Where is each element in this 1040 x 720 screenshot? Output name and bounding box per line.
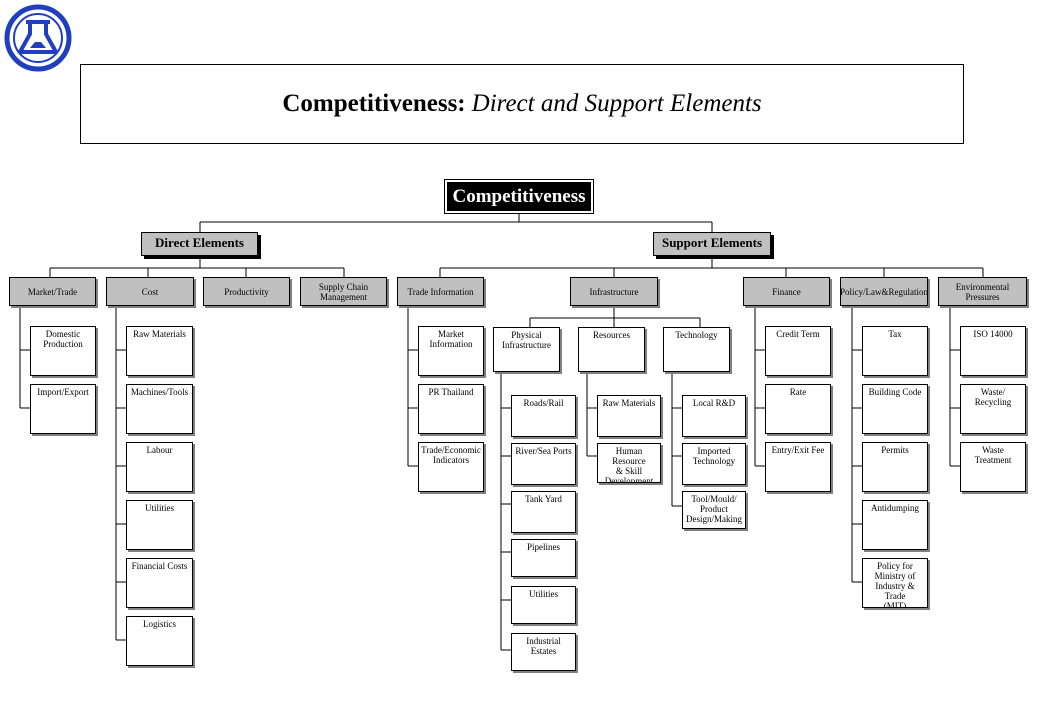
node-pr-thailand: PR Thailand <box>418 384 484 434</box>
node-competitiveness: Competitiveness <box>444 179 594 214</box>
node-machines-tools: Machines/Tools <box>126 384 193 434</box>
node-entry-exit-fee: Entry/Exit Fee <box>765 442 831 492</box>
node-direct-elements: Direct Elements <box>141 232 258 256</box>
node-waste-recycling: Waste/ Recycling <box>960 384 1026 434</box>
node-imported-technology: Imported Technology <box>682 443 746 485</box>
node-tax: Tax <box>862 326 928 376</box>
node-labour: Labour <box>126 442 193 492</box>
node-iso-14000: ISO 14000 <box>960 326 1026 376</box>
node-financial-costs: Financial Costs <box>126 558 193 608</box>
node-resources: Resources <box>578 327 645 372</box>
node-utilities-cost: Utilities <box>126 500 193 550</box>
node-supply-chain: Supply Chain Management <box>300 277 387 306</box>
logo-icon <box>4 4 72 72</box>
node-human-resource: Human Resource & Skill Development <box>597 443 661 483</box>
node-market-information: Market Information <box>418 326 484 376</box>
node-finance: Finance <box>743 277 830 306</box>
title-italic: Direct and Support Elements <box>471 90 762 117</box>
node-technology: Technology <box>663 327 730 372</box>
node-policy-mit: Policy for Ministry of Industry & Trade … <box>862 558 928 608</box>
node-cost: Cost <box>106 277 194 306</box>
node-market-trade: Market/Trade <box>9 277 96 306</box>
node-logistics: Logistics <box>126 616 193 666</box>
node-local-rd: Local R&D <box>682 395 746 437</box>
node-building-code: Building Code <box>862 384 928 434</box>
node-physical-infrastructure: Physical Infrastructure <box>493 327 560 372</box>
node-rate: Rate <box>765 384 831 434</box>
node-waste-treatment: Waste Treatment <box>960 442 1026 492</box>
title-bold: Competitiveness: <box>282 90 466 117</box>
node-roads-rail: Roads/Rail <box>511 395 576 437</box>
node-pipelines: Pipelines <box>511 539 576 577</box>
node-utilities-physical: Utilities <box>511 586 576 624</box>
node-infrastructure: Infrastructure <box>570 277 658 306</box>
node-industrial-estates: Industrial Estates <box>511 633 576 671</box>
node-productivity: Productivity <box>203 277 290 306</box>
node-permits: Permits <box>862 442 928 492</box>
node-raw-materials: Raw Materials <box>126 326 193 376</box>
node-tank-yard: Tank Yard <box>511 491 576 533</box>
node-trade-information: Trade Information <box>397 277 484 306</box>
node-domestic-production: Domestic Production <box>30 326 96 376</box>
page-title: Competitiveness: Direct and Support Elem… <box>80 64 964 144</box>
node-river-sea-ports: River/Sea Ports <box>511 443 576 485</box>
node-credit-term: Credit Term <box>765 326 831 376</box>
node-environmental: Environmental Pressures <box>938 277 1027 306</box>
node-tool-mould: Tool/Mould/ Product Design/Making <box>682 491 746 529</box>
node-import-export: Import/Export <box>30 384 96 434</box>
node-trade-economic: Trade/Economic Indicators <box>418 442 484 492</box>
node-support-elements: Support Elements <box>653 232 771 256</box>
node-policy: Policy/Law&Regulation <box>840 277 928 306</box>
node-antidumping: Antidumping <box>862 500 928 550</box>
node-resource-raw-materials: Raw Materials <box>597 395 661 437</box>
